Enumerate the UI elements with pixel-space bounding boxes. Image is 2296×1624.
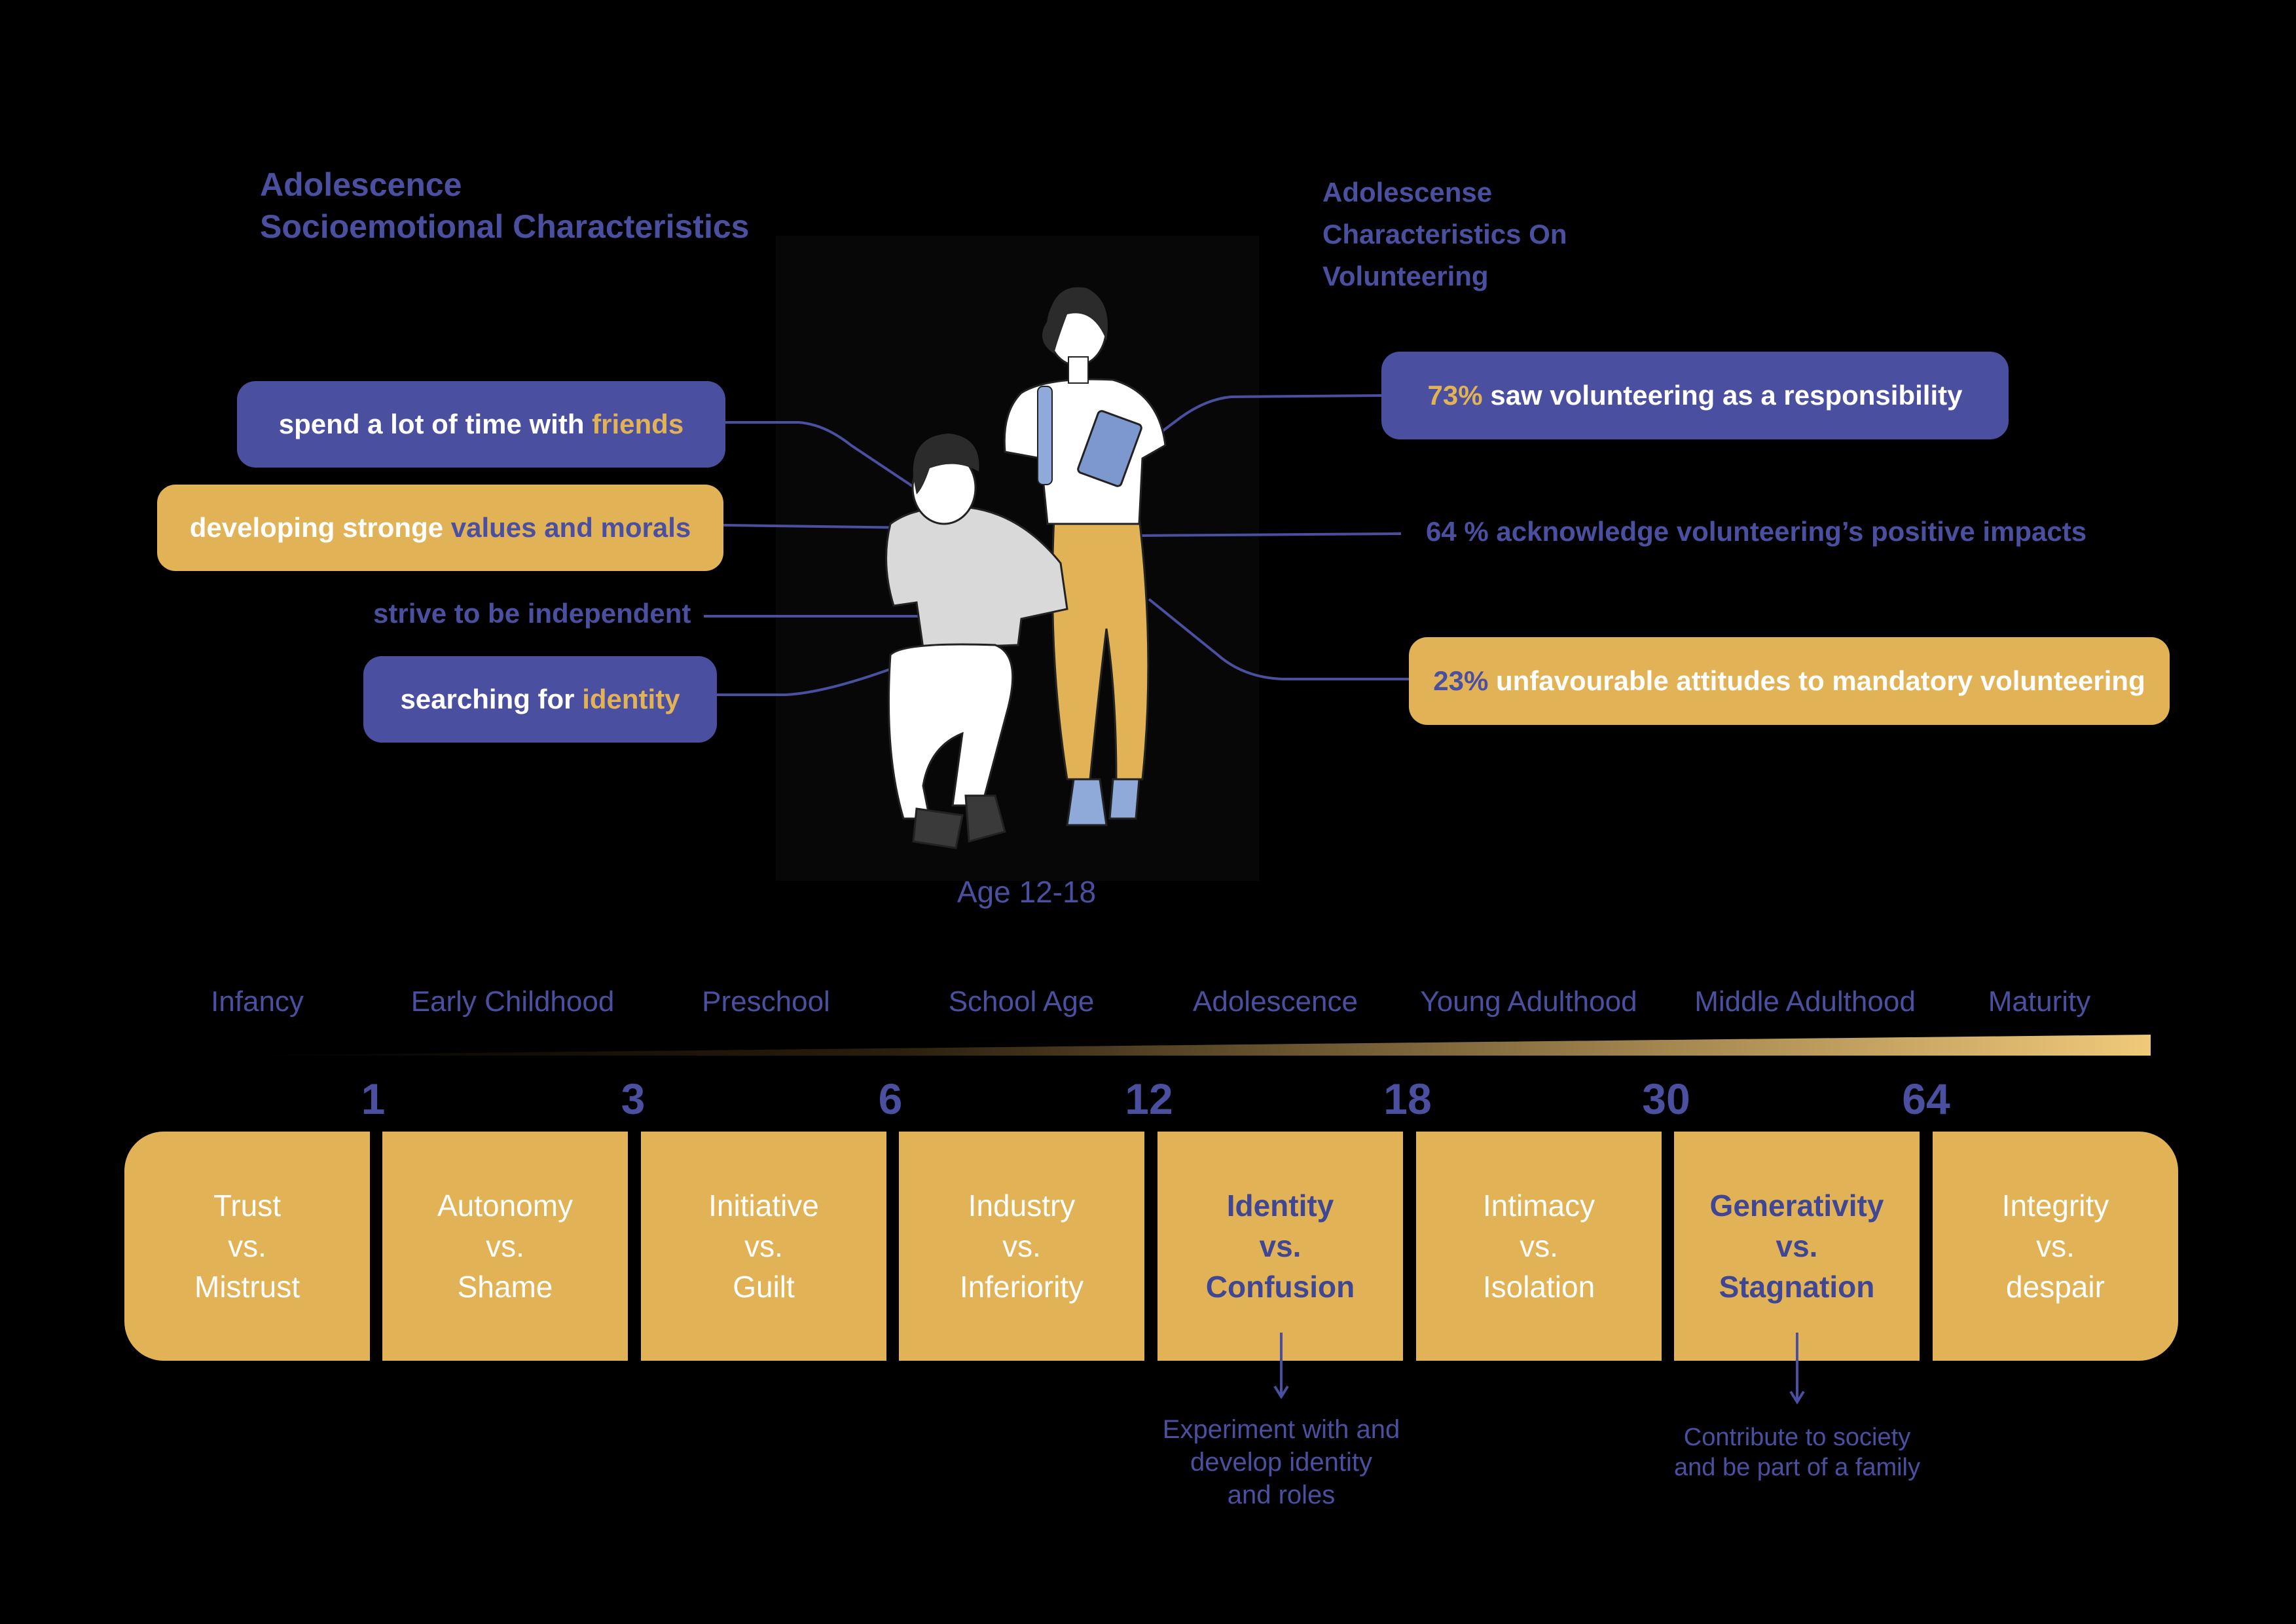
age-range-label: Age 12-18 — [957, 875, 1097, 909]
note-generativity: Contribute to society and be part of a f… — [1660, 1422, 1935, 1483]
trait-independent: strive to be independent — [373, 598, 691, 629]
card-identity-l1: Identity — [1226, 1189, 1334, 1223]
card-integrity-l2: vs. — [2036, 1229, 2075, 1263]
card-identity-l2: vs. — [1259, 1229, 1302, 1263]
card-industry-l3: Inferiority — [959, 1270, 1084, 1304]
stage-young-adulthood: Young Adulthood — [1420, 986, 1637, 1018]
connector-lines — [704, 394, 1409, 696]
timeline-gradient-bar — [216, 1035, 2151, 1056]
card-identity-l3: Confusion — [1205, 1270, 1355, 1304]
card-generativity-l2: vs. — [1776, 1229, 1818, 1263]
right-title: Adolescense Characteristics On Volunteer… — [1322, 172, 1567, 297]
stat-responsibility-percent: 73% — [1427, 380, 1483, 411]
note-arrows — [1273, 1333, 1805, 1405]
card-trust-l3: Mistrust — [194, 1270, 300, 1304]
card-identity: Identity vs. Confusion — [1157, 1132, 1403, 1361]
card-intimacy-l2: vs. — [1520, 1229, 1558, 1263]
age-64: 64 — [1902, 1075, 1950, 1123]
right-title-line2: Characteristics On — [1322, 219, 1567, 249]
stage-school-age: School Age — [948, 986, 1095, 1018]
card-intimacy-l3: Isolation — [1482, 1270, 1595, 1304]
stage-maturity: Maturity — [1988, 986, 2091, 1018]
card-intimacy-l1: Intimacy — [1482, 1189, 1595, 1223]
trait-identity-highlight: identity — [582, 684, 680, 714]
stage-adolescence: Adolescence — [1193, 986, 1358, 1018]
age-6: 6 — [878, 1075, 903, 1123]
stat-mandatory-pill: 23% unfavourable attitudes to mandatory … — [1409, 637, 2170, 725]
stat-responsibility-text: saw volunteering as a responsibility — [1482, 380, 1963, 411]
card-intimacy: Intimacy vs. Isolation — [1416, 1132, 1662, 1361]
card-autonomy-l3: Shame — [457, 1270, 553, 1304]
stat-mandatory-percent: 23% — [1433, 665, 1489, 696]
card-generativity: Generativity vs. Stagnation — [1674, 1132, 1920, 1361]
left-title-line2: Socioemotional Characteristics — [260, 208, 750, 245]
trait-friends-pill: spend a lot of time with friends — [237, 381, 725, 468]
age-1: 1 — [361, 1075, 386, 1123]
age-30: 30 — [1642, 1075, 1690, 1123]
card-autonomy: Autonomy vs. Shame — [382, 1132, 628, 1361]
trait-identity-text: searching for — [400, 684, 583, 714]
card-initiative: Initiative vs. Guilt — [641, 1132, 886, 1361]
age-12: 12 — [1125, 1075, 1173, 1123]
note-identity-l3: and roles — [1227, 1481, 1336, 1509]
note-identity-l2: develop identity — [1190, 1448, 1372, 1477]
age-3: 3 — [621, 1075, 646, 1123]
card-trust-l1: Trust — [213, 1189, 282, 1223]
card-integrity: Integrity vs. despair — [1933, 1132, 2178, 1361]
card-industry-l1: Industry — [968, 1189, 1076, 1223]
stage-middle-adulthood: Middle Adulthood — [1694, 986, 1916, 1018]
card-initiative-l1: Initiative — [708, 1189, 819, 1223]
card-trust: Trust vs. Mistrust — [124, 1132, 370, 1361]
card-initiative-l2: vs. — [744, 1229, 783, 1263]
right-title-line3: Volunteering — [1322, 261, 1489, 291]
stat-positive-impacts: 64 % acknowledge volunteering’s positive… — [1426, 516, 2087, 547]
trait-friends-text: spend a lot of time with — [278, 409, 592, 439]
students-illustration — [885, 287, 1167, 849]
age-18: 18 — [1383, 1075, 1432, 1123]
right-title-line1: Adolescense — [1322, 177, 1493, 208]
note-generativity-l2: and be part of a family — [1674, 1454, 1920, 1481]
left-title-line1: Adolescence — [260, 166, 462, 203]
arrow-generativity-head — [1789, 1390, 1805, 1405]
card-industry-l2: vs. — [1002, 1229, 1041, 1263]
card-industry: Industry vs. Inferiority — [899, 1132, 1144, 1361]
stage-infancy: Infancy — [211, 986, 304, 1018]
left-title: Adolescence Socioemotional Characteristi… — [260, 164, 749, 248]
trait-friends-highlight: friends — [592, 409, 684, 439]
note-identity: Experiment with and develop identity and… — [1144, 1413, 1419, 1511]
arrow-identity-head — [1273, 1385, 1289, 1399]
card-autonomy-l1: Autonomy — [437, 1189, 574, 1223]
note-generativity-l1: Contribute to society — [1683, 1424, 1911, 1451]
trait-values-pill: developing stronge values and morals — [157, 485, 723, 571]
card-generativity-l3: Stagnation — [1719, 1270, 1875, 1304]
stage-preschool: Preschool — [702, 986, 830, 1018]
stat-responsibility-pill: 73% saw volunteering as a responsibility — [1381, 352, 2009, 439]
trait-values-text: developing stronge — [189, 512, 451, 543]
trait-identity-pill: searching for identity — [363, 656, 717, 743]
note-identity-l1: Experiment with and — [1162, 1415, 1400, 1444]
stat-mandatory-text: unfavourable attitudes to mandatory volu… — [1488, 665, 2145, 696]
trait-values-highlight: values and morals — [450, 512, 691, 543]
card-integrity-l3: despair — [2006, 1270, 2105, 1304]
card-generativity-l1: Generativity — [1709, 1189, 1884, 1223]
card-autonomy-l2: vs. — [486, 1229, 524, 1263]
illustration-layer — [704, 287, 1409, 849]
stage-early-childhood: Early Childhood — [410, 986, 615, 1018]
card-trust-l2: vs. — [228, 1229, 266, 1263]
card-integrity-l1: Integrity — [2001, 1189, 2109, 1223]
card-initiative-l3: Guilt — [733, 1270, 795, 1304]
